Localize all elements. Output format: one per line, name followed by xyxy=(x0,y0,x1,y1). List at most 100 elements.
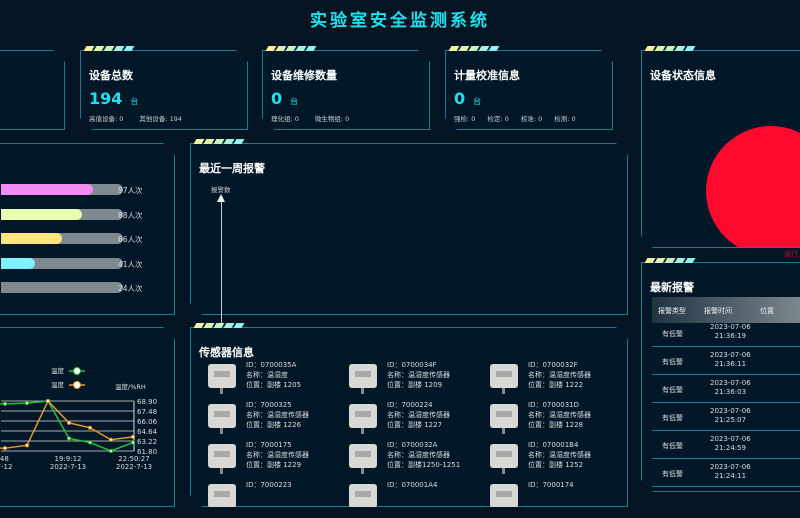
card-title: 设备总数 xyxy=(89,69,133,82)
progress-fill xyxy=(1,209,82,220)
alarm-time: 21:24:11 xyxy=(714,472,747,480)
alarm-type: 有低警 xyxy=(662,358,683,366)
alarm-date: 2023-07-06 xyxy=(710,463,751,471)
panel-tab-decoration xyxy=(448,46,500,52)
sensor-id: ID：7000175 xyxy=(246,441,292,449)
sensor-device-icon xyxy=(208,444,236,468)
sensor-name: 名称：温湿度传感器 xyxy=(528,411,591,419)
sensor-device-icon xyxy=(208,364,236,388)
panel-tab-decoration xyxy=(644,46,696,52)
data-point xyxy=(110,438,113,441)
sensor-id: ID：7000223 xyxy=(246,481,292,489)
sensor-device-icon xyxy=(490,484,518,508)
x-tick-label: 2-7-12 xyxy=(0,463,12,471)
sensor-device-icon xyxy=(208,484,236,508)
sensor-id: ID：7000224 xyxy=(387,401,433,409)
sensor-device-icon xyxy=(490,444,518,468)
sensor-id: ID：0700032A xyxy=(387,441,438,449)
sensor-item[interactable]: ID：7000224 名称：温湿度传感器位置：副楼 1227 xyxy=(347,400,487,438)
y-axis-label: 报警数 xyxy=(211,186,231,194)
pie-legend-label: 运行 xyxy=(783,250,799,258)
legend-label: 温度 xyxy=(51,380,65,389)
sensor-device-icon xyxy=(349,484,377,508)
sensor-location: 位置：副楼 1222 xyxy=(528,381,584,389)
line-chart: 68.9067.4866.0664.6463.2261.80温度/%RH3:48… xyxy=(0,328,176,498)
sensor-location: 位置：副楼 1205 xyxy=(246,381,302,389)
sensor-device-icon xyxy=(490,404,518,428)
progress-fill xyxy=(1,184,93,195)
x-tick-label: 2022-7-13 xyxy=(116,463,152,471)
x-tick-label: 22:50:27 xyxy=(118,455,149,463)
unit: 台 xyxy=(473,97,482,106)
sensor-device-icon xyxy=(349,404,377,428)
alarm-type: 有低警 xyxy=(662,442,683,450)
weekly-alarm-panel: 最近一周报警 报警数 xyxy=(190,143,628,315)
sensor-device-icon xyxy=(490,364,518,388)
x-tick-label: 2022-7-13 xyxy=(50,463,86,471)
alarm-date: 2023-07-06 xyxy=(710,435,751,443)
y-axis-title: 温度/%RH xyxy=(115,382,146,391)
data-point xyxy=(68,421,71,424)
sensor-name: 名称：温湿度传感器 xyxy=(387,371,450,379)
temp-humidity-panel: 68.9067.4866.0664.6463.2261.80温度/%RH3:48… xyxy=(0,327,175,507)
column-header: 位置 xyxy=(760,307,774,315)
alarm-type: 有低警 xyxy=(662,386,683,394)
sensor-device-icon xyxy=(349,444,377,468)
sensor-item[interactable]: ID：7000223 xyxy=(206,480,346,518)
stat: 校准: 0 xyxy=(520,115,543,123)
panel-title: 最近一周报警 xyxy=(199,162,265,175)
data-point xyxy=(26,402,29,405)
alarm-date: 2023-07-06 xyxy=(710,379,751,387)
data-point xyxy=(47,400,50,403)
stat: 高值设备: 0 xyxy=(89,115,124,123)
alarm-time: 21:36:03 xyxy=(714,388,747,396)
data-point xyxy=(4,402,7,405)
sensor-name: 名称：温湿度传感器 xyxy=(246,411,309,419)
sensor-location: 位置：副楼 1226 xyxy=(246,421,302,429)
stat: 检测: 0 xyxy=(554,115,576,123)
sensor-name: 名称：温湿度传感器 xyxy=(528,451,591,459)
sensor-location: 位置：副楼 1209 xyxy=(387,381,443,389)
panel-title: 最新报警 xyxy=(650,281,694,294)
stat: 微生物组: 0 xyxy=(314,115,350,123)
alarm-time: 21:36:19 xyxy=(714,332,747,340)
sensor-name: 名称：温湿度传感器 xyxy=(246,451,309,459)
sensor-location: 位置：副楼1250-1251 xyxy=(387,461,461,469)
page-title: 实验室安全监测系统 xyxy=(310,11,490,31)
value: 0 xyxy=(271,89,283,108)
value: 194 xyxy=(89,89,123,108)
sensor-name: 名称：温湿度传感器 xyxy=(387,411,450,419)
series-line xyxy=(0,401,133,448)
sensor-id: ID：0700031D xyxy=(528,401,580,409)
sensor-item[interactable]: ID：7000174 xyxy=(488,480,628,518)
sensor-location: 位置：副楼 1227 xyxy=(387,421,443,429)
sensor-id: ID：070001B4 xyxy=(528,441,579,449)
sensor-item[interactable]: ID：7000175 名称：温湿度传感器位置：副楼 1229 xyxy=(206,440,346,478)
sensor-item[interactable]: ID：7000325 名称：温湿度传感器位置：副楼 1226 xyxy=(206,400,346,438)
status-pie-slice[interactable] xyxy=(706,126,800,248)
alarm-time: 21:36:11 xyxy=(714,360,747,368)
sensor-id: ID：7000325 xyxy=(246,401,292,409)
sensor-location: 位置：副楼 1229 xyxy=(246,461,302,469)
stat: 强检: 0 xyxy=(454,115,476,123)
y-tick-label: 63.22 xyxy=(137,438,157,446)
sensor-item[interactable]: ID：070001A4 xyxy=(347,480,487,518)
